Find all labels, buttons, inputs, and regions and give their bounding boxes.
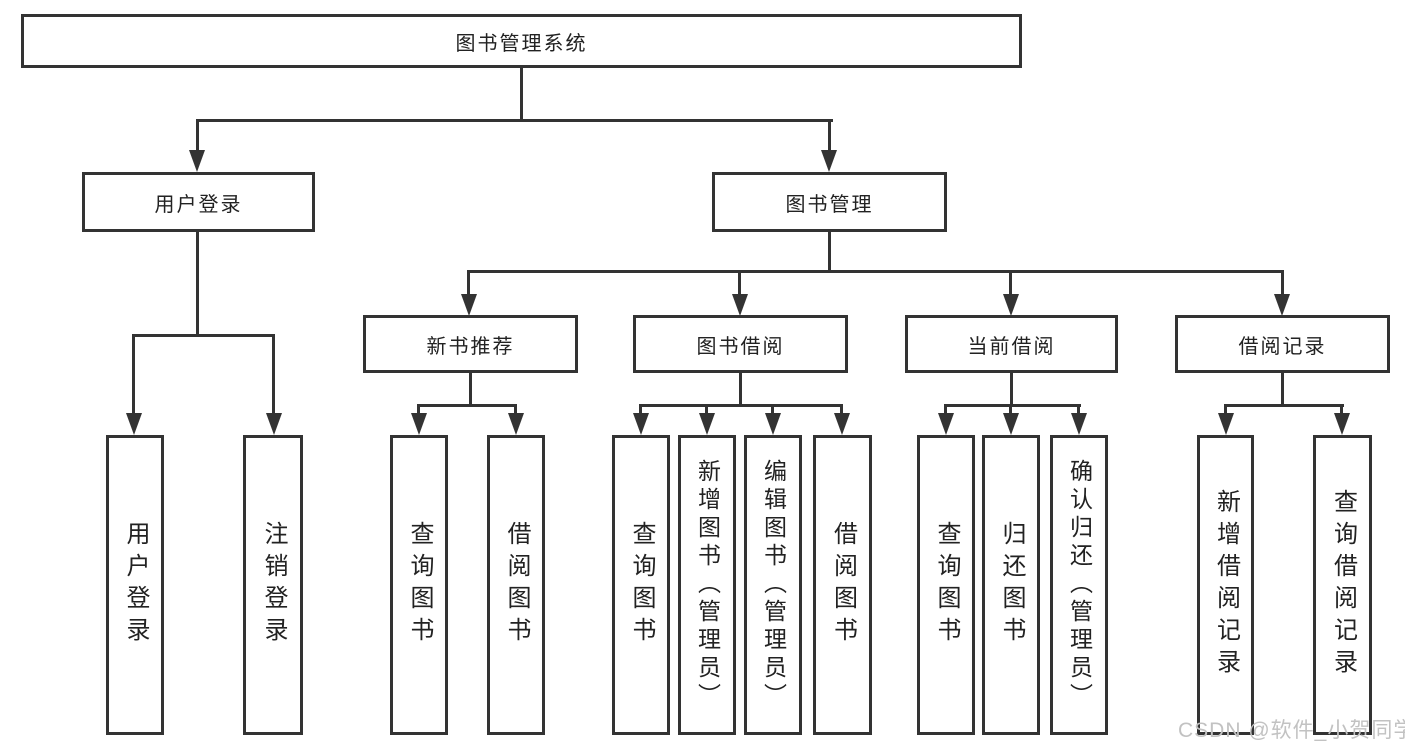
arrow-down-newbookrec [461,294,477,316]
node-new-book-rec-label: 新书推荐 [426,335,515,358]
connector-bookborrow-c2 [705,404,708,415]
node-borrow-records-label: 借阅记录 [1238,335,1327,358]
leaf-bookborrow-add-books-admin-label: 新增图书（管理员） [694,459,721,711]
connector-currentborrow-stem [1010,373,1013,407]
leaf-user-login-label: 用户登录 [122,521,149,649]
node-user-login-label: 用户登录 [154,193,243,216]
arrow-down-newbookrec-c2 [508,413,524,435]
node-borrow-records: 借阅记录 [1175,315,1390,373]
connector-newbookrec-c2 [514,404,517,415]
node-book-borrow-label: 图书借阅 [696,335,785,358]
leaf-newbookrec-borrow-books-label: 借阅图书 [503,521,530,649]
leaf-bookborrow-query-books-label: 查询图书 [628,521,655,649]
leaf-newbookrec-query-books: 查询图书 [390,435,448,735]
connector-currentborrow-c2 [1009,404,1012,415]
node-system-root-label: 图书管理系统 [455,32,588,55]
arrow-down-bookborrow-c1 [633,413,649,435]
leaf-records-add-borrow-record-label: 新增借阅记录 [1212,489,1240,681]
connector-newbookrec-bar [417,404,517,407]
arrow-down-bookborrow-c3 [765,413,781,435]
arrow-down-borrowrecords-c1 [1218,413,1234,435]
leaf-records-query-borrow-record-label: 查询借阅记录 [1329,489,1357,681]
connector-to-borrowrecords [1281,270,1284,296]
connector-currentborrow-c3 [1077,404,1080,415]
connector-currentborrow-bar [944,404,1081,407]
leaf-currentborrow-confirm-return-admin-label: 确认归还（管理员） [1066,459,1093,711]
connector-userlogin-child2 [272,334,275,415]
connector-bookborrow-stem [739,373,742,407]
node-system-root: 图书管理系统 [21,14,1022,68]
arrow-down-bookmgmt [821,150,837,172]
leaf-bookborrow-borrow-books: 借阅图书 [813,435,872,735]
connector-borrowrecords-bar [1224,404,1344,407]
connector-borrowrecords-c2 [1340,404,1343,415]
arrow-down-newbookrec-c1 [411,413,427,435]
connector-root-to-userlogin [196,119,199,153]
connector-bookmgmt-stem [828,232,831,273]
arrow-down-currentborrow-c2 [1003,413,1019,435]
connector-bookborrow-c1 [639,404,642,415]
leaf-records-query-borrow-record: 查询借阅记录 [1313,435,1372,735]
arrow-down-borrowrecords [1274,294,1290,316]
connector-root-bar [196,119,833,122]
leaf-bookborrow-query-books: 查询图书 [612,435,670,735]
connector-bookborrow-c4 [840,404,843,415]
connector-bookborrow-c3 [771,404,774,415]
arrow-down-bookborrow-c2 [699,413,715,435]
connector-bookborrow-bar [639,404,843,407]
leaf-bookborrow-edit-books-admin-label: 编辑图书（管理员） [760,459,787,711]
connector-to-currentborrow [1009,270,1012,296]
node-current-borrow-label: 当前借阅 [967,335,1056,358]
connector-borrowrecords-c1 [1224,404,1227,415]
leaf-newbookrec-borrow-books: 借阅图书 [487,435,545,735]
connector-newbookrec-stem [469,373,472,407]
leaf-logout: 注销登录 [243,435,303,735]
connector-root-stem [520,68,523,121]
connector-borrowrecords-stem [1281,373,1284,407]
connector-userlogin-stem [196,232,199,337]
leaf-currentborrow-confirm-return-admin: 确认归还（管理员） [1050,435,1108,735]
arrow-down-borrowrecords-c2 [1334,413,1350,435]
arrow-down-bookborrow-c4 [834,413,850,435]
connector-userlogin-child1 [132,334,135,415]
connector-bookmgmt-bar [467,270,1284,273]
leaf-bookborrow-borrow-books-label: 借阅图书 [829,521,857,649]
connector-currentborrow-c1 [944,404,947,415]
leaf-bookborrow-add-books-admin: 新增图书（管理员） [678,435,736,735]
connector-userlogin-bar [132,334,275,337]
leaf-bookborrow-edit-books-admin: 编辑图书（管理员） [744,435,802,735]
arrow-down-currentborrow-c3 [1071,413,1087,435]
leaf-currentborrow-query-books-label: 查询图书 [933,521,960,649]
node-book-mgmt: 图书管理 [712,172,947,232]
watermark: CSDN @软件_小贺同学 [1178,719,1405,742]
connector-to-newbookrec [467,270,470,296]
arrow-down-currentborrow-c1 [938,413,954,435]
arrow-down-currentborrow [1003,294,1019,316]
leaf-currentborrow-query-books: 查询图书 [917,435,975,735]
node-book-mgmt-label: 图书管理 [785,193,874,216]
leaf-user-login: 用户登录 [106,435,164,735]
connector-to-bookborrow [738,270,741,296]
node-book-borrow: 图书借阅 [633,315,848,373]
leaf-currentborrow-return-books-label: 归还图书 [998,521,1025,649]
arrow-down-bookborrow [732,294,748,316]
leaf-logout-label: 注销登录 [260,521,287,649]
leaf-currentborrow-return-books: 归还图书 [982,435,1040,735]
arrow-down-userlogin-child2 [266,413,282,435]
node-current-borrow: 当前借阅 [905,315,1118,373]
leaf-records-add-borrow-record: 新增借阅记录 [1197,435,1254,735]
connector-newbookrec-c1 [417,404,420,415]
node-user-login: 用户登录 [82,172,315,232]
leaf-newbookrec-query-books-label: 查询图书 [406,521,433,649]
arrow-down-userlogin [189,150,205,172]
arrow-down-userlogin-child1 [126,413,142,435]
connector-root-to-bookmgmt [828,119,831,153]
node-new-book-rec: 新书推荐 [363,315,578,373]
